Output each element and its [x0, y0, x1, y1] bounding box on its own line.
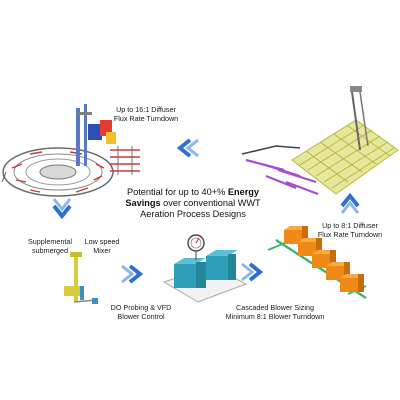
- circular-aeration-tank: [1, 147, 114, 197]
- label-low-speed-text: Low speed Mixer: [84, 237, 120, 255]
- chevron-left-icon: [176, 138, 199, 158]
- chevron-up-icon: [340, 192, 360, 214]
- statement-line-1: Potential for up to 40+% Energy: [104, 187, 282, 198]
- label-supplemental: Supplemental submerged: [18, 237, 82, 255]
- label-do-probing-text: DO Probing & VFD Blower Control: [110, 303, 172, 321]
- statement-prefix: Potential for up to 40+%: [126, 187, 228, 197]
- label-diffuser-16-text: Up to 16:1 Diffuser Flux Rate Turndown: [113, 105, 179, 123]
- statement-savings: Savings: [125, 198, 161, 208]
- label-diffuser-8: Up to 8:1 Diffuser Flux Rate Turndown: [304, 221, 396, 239]
- statement-energy: Energy: [227, 187, 260, 197]
- statement-rest: over conventional WWT: [160, 198, 261, 208]
- statement-line-3: Aeration Process Designs: [140, 209, 246, 219]
- manifold-pipes: [241, 145, 319, 196]
- chevron-right-icon: [121, 264, 144, 284]
- gauge-icon: [187, 234, 205, 260]
- chevron-right-icon-2: [241, 262, 264, 282]
- label-cascaded: Cascaded Blower Sizing Minimum 8:1 Blowe…: [220, 303, 330, 321]
- lattice-diffuser-frame: [291, 86, 399, 195]
- label-cascaded-text: Cascaded Blower Sizing Minimum 8:1 Blowe…: [225, 303, 325, 321]
- cascaded-blowers: [267, 226, 367, 300]
- pipe-grid-red: [110, 146, 140, 175]
- low-speed-mixer: [64, 252, 98, 304]
- label-low-speed: Low speed Mixer: [78, 237, 126, 255]
- energy-savings-statement: Potential for up to 40+% Energy Savings …: [104, 187, 282, 220]
- label-diffuser-16: Up to 16:1 Diffuser Flux Rate Turndown: [104, 105, 188, 123]
- label-do-probing: DO Probing & VFD Blower Control: [96, 303, 186, 321]
- blower-tower: [76, 104, 116, 166]
- chevron-down-icon: [52, 198, 72, 220]
- statement-line-2: Savings over conventional WWT: [104, 198, 282, 209]
- label-supplemental-text: Supplemental submerged: [28, 237, 72, 255]
- blower-skid: [162, 250, 248, 303]
- label-diffuser-8-text: Up to 8:1 Diffuser Flux Rate Turndown: [317, 221, 383, 239]
